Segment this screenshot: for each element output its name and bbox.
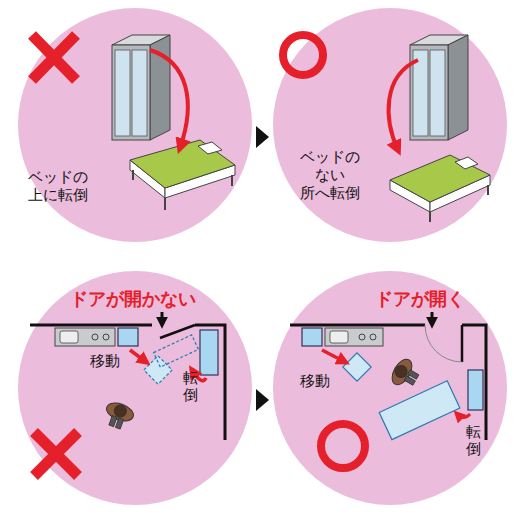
bed xyxy=(487,185,489,195)
bed xyxy=(132,170,134,180)
pink-circle: ベッドの 上に転倒 xyxy=(18,8,252,242)
circle-shape xyxy=(18,8,252,242)
kitchen-counter xyxy=(103,334,109,340)
heading-text: ドアが開かない xyxy=(70,288,196,310)
move-label: 移動 xyxy=(90,352,120,370)
circle-fill xyxy=(273,8,507,242)
small-cabinet xyxy=(302,328,322,346)
circle-shape xyxy=(273,8,507,242)
step-arrow xyxy=(256,389,269,411)
wall xyxy=(30,324,152,327)
wardrobe xyxy=(112,35,170,140)
fall-label: 転倒 xyxy=(183,370,198,403)
kitchen-counter xyxy=(60,331,78,343)
kitchen-counter xyxy=(370,334,376,340)
caption-text: ベッドの 上に転倒 xyxy=(28,168,93,204)
bed xyxy=(231,175,233,186)
circle-fill xyxy=(273,271,507,505)
kitchen-counter xyxy=(55,328,115,346)
small-cabinet xyxy=(118,328,138,346)
kitchen-counter xyxy=(359,334,365,340)
wall xyxy=(461,325,464,362)
wardrobe xyxy=(448,35,468,140)
heading-text: ドアが開く xyxy=(375,288,465,310)
pink-circle: ベッドの ない 所へ転倒 xyxy=(273,8,507,242)
tall-cabinet xyxy=(468,370,483,410)
caption-text: ベッドの ない 所へ転倒 xyxy=(298,148,363,202)
wall xyxy=(290,324,425,327)
pink-circle: ドアが開く移動転倒 xyxy=(273,271,507,505)
fall-label: 転倒 xyxy=(466,424,481,457)
circle-fill xyxy=(18,271,252,505)
kitchen-counter xyxy=(92,334,98,340)
kitchen-counter xyxy=(330,331,348,343)
kitchen-counter xyxy=(325,328,383,346)
pointer-arrow xyxy=(431,312,434,324)
pink-circle: ドアが開かない移動転倒 xyxy=(18,271,252,505)
bed xyxy=(164,198,166,210)
wardrobe xyxy=(132,50,147,136)
tall-cabinet xyxy=(200,330,218,375)
wardrobe xyxy=(410,35,468,140)
step-arrow xyxy=(256,126,269,148)
bed xyxy=(429,212,431,222)
move-label: 移動 xyxy=(300,372,330,390)
kitchen-counter xyxy=(55,328,115,346)
kitchen-counter xyxy=(325,328,383,346)
wardrobe xyxy=(430,50,445,136)
circle-fill xyxy=(18,8,252,242)
wardrobe xyxy=(112,45,150,140)
wardrobe xyxy=(115,50,130,136)
pointer-arrow xyxy=(161,312,164,324)
